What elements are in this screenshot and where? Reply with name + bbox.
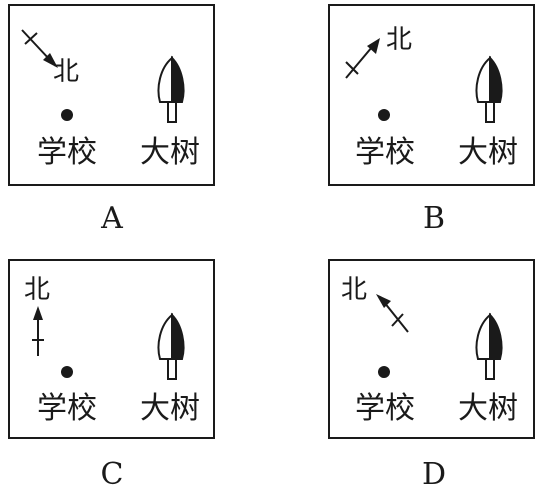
- tree-label: 大树: [140, 391, 200, 426]
- north-arrow-icon: [376, 294, 409, 333]
- panel-b-letter: B: [423, 201, 445, 236]
- tree-label: 大树: [458, 391, 518, 426]
- north-label: 北: [53, 57, 79, 87]
- north-arrow-icon: [345, 38, 380, 79]
- school-label: 学校: [37, 135, 97, 170]
- tree-icon: [157, 55, 185, 123]
- panel-a-letter: A: [100, 201, 123, 236]
- panel-b-frame: [328, 4, 535, 186]
- panel-d: 北 学校 大树: [328, 259, 535, 439]
- tree-icon: [157, 312, 185, 380]
- panel-c: 北 学校 大树: [8, 259, 215, 439]
- panel-b: 北 学校 大树: [328, 4, 535, 186]
- tree-icon: [475, 312, 503, 380]
- north-label: 北: [341, 275, 367, 305]
- school-label: 学校: [37, 391, 97, 426]
- school-dot-icon: [378, 366, 390, 378]
- panel-d-letter: D: [422, 457, 446, 490]
- tree-icon: [475, 55, 503, 123]
- north-label: 北: [24, 275, 50, 305]
- tree-label: 大树: [458, 135, 518, 170]
- school-dot-icon: [378, 109, 390, 121]
- panel-c-frame: [8, 259, 215, 439]
- school-dot-icon: [61, 109, 73, 121]
- school-label: 学校: [355, 135, 415, 170]
- school-dot-icon: [61, 366, 73, 378]
- school-label: 学校: [355, 391, 415, 426]
- panel-c-letter: C: [101, 457, 124, 490]
- north-label: 北: [386, 25, 412, 55]
- panel-a: 北 学校 大树: [8, 4, 215, 186]
- panel-d-frame: [328, 259, 535, 439]
- north-arrow-icon: [32, 306, 44, 356]
- tree-label: 大树: [140, 135, 200, 170]
- north-arrow-icon: [21, 29, 58, 68]
- panel-a-frame: [8, 4, 215, 186]
